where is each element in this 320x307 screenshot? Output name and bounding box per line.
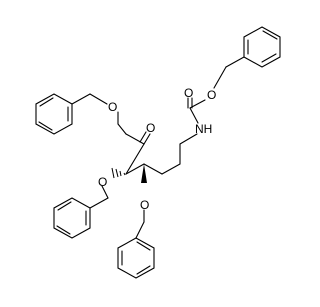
wedge-bond-c4-o [141,164,147,183]
bond-carbonyl-n [189,107,199,124]
bond-c5-c4 [143,163,163,175]
bond-o-top-ch2 [89,93,108,105]
bond-c4-c3 [125,163,145,175]
bond-ch2-ring-left [71,93,91,105]
atom-o-ether-c4: O [140,198,149,212]
bond-ch2-c3-ring [89,197,109,209]
atom-o-ether-top: O [108,100,117,114]
bond-chain-2 [161,163,181,175]
benzene-ring-cbz [243,26,281,68]
atom-o-ether-c3: O [98,175,107,189]
bond-n-ch2 [179,133,198,145]
molecule-drawing: O O NH O O O O [35,26,281,279]
atom-o-carbamate-ester: O [207,88,216,102]
bond-c1-ch2 [117,123,127,135]
chemical-structure: O O NH O O O O [35,26,281,279]
benzene-ring-bottom [117,237,155,279]
bond-c2-c1 [125,133,145,145]
atom-o-carbamate-carbonyl: O [184,86,193,100]
benzene-ring-left [35,93,73,135]
bond-cbz-ch2-o [213,66,227,89]
atom-n-amine: NH [195,122,212,136]
benzene-ring-bottom-left [53,197,91,239]
bond-cbz-ch2-ring [225,56,245,68]
bond-o-c3-ch2 [101,185,109,199]
bond-ketone-double-1 [143,133,151,145]
atom-o-ketone: O [146,121,155,135]
hashed-bond-c3-o [111,167,126,179]
bond-ketone-double-2 [139,131,147,143]
bond-c3-c2 [125,143,145,175]
bond-ch2-c4-ring [135,221,145,239]
